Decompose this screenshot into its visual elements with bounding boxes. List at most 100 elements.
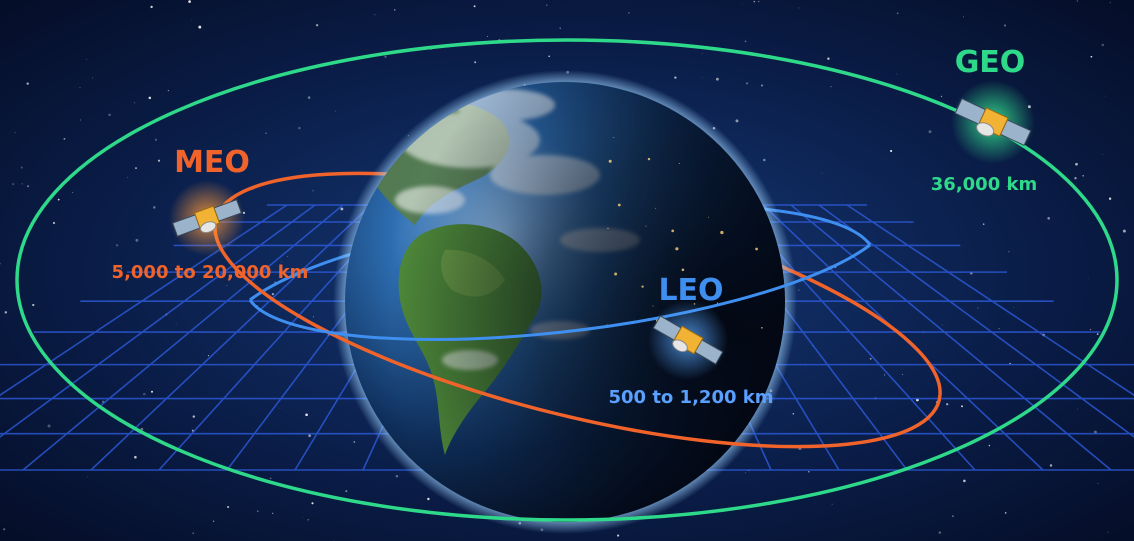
star: [188, 0, 191, 3]
city-light: [645, 225, 647, 227]
star: [1097, 482, 1099, 484]
city-light: [608, 159, 612, 163]
star: [271, 292, 275, 296]
star: [1074, 177, 1077, 180]
city-light: [755, 247, 758, 251]
star: [821, 172, 823, 174]
star: [928, 130, 932, 134]
star: [167, 89, 170, 92]
star: [374, 14, 376, 16]
star: [952, 515, 954, 517]
star: [938, 531, 942, 534]
star: [741, 3, 743, 5]
star: [0, 262, 2, 265]
star: [758, 1, 760, 3]
star: [12, 182, 15, 186]
grid-line: [90, 204, 372, 471]
star: [1108, 197, 1112, 200]
star: [473, 5, 476, 8]
city-light: [614, 272, 618, 276]
star: [148, 96, 152, 100]
star: [308, 434, 311, 437]
city-light: [671, 229, 675, 233]
leo-satellite-icon: [648, 300, 728, 380]
star: [1107, 531, 1109, 533]
star: [798, 289, 800, 291]
star: [305, 413, 308, 417]
star: [546, 4, 548, 6]
star: [735, 119, 739, 123]
star: [830, 86, 832, 88]
star: [1102, 154, 1104, 155]
star: [982, 223, 985, 225]
meo-altitude: 5,000 to 20,000 km: [112, 262, 309, 283]
star: [977, 307, 979, 309]
city-light: [613, 137, 615, 138]
star: [1101, 43, 1105, 47]
star: [312, 190, 314, 192]
star: [72, 191, 74, 193]
meo-satellite-icon: [169, 180, 245, 256]
star: [474, 61, 477, 64]
star: [559, 27, 561, 29]
star: [108, 113, 111, 117]
geo-satellite-icon: [951, 80, 1035, 164]
star: [269, 477, 272, 480]
grid-line: [790, 204, 1112, 471]
star: [961, 405, 963, 408]
star: [831, 503, 833, 505]
star: [79, 86, 81, 88]
star: [14, 132, 16, 134]
star: [1093, 430, 1097, 434]
star: [1089, 328, 1092, 331]
star: [142, 392, 146, 396]
star: [941, 324, 943, 326]
star: [21, 183, 23, 185]
star: [331, 66, 333, 68]
star: [745, 82, 749, 85]
star: [127, 177, 129, 178]
star: [753, 0, 756, 3]
star: [1090, 55, 1093, 58]
star: [716, 77, 719, 81]
star: [988, 444, 991, 447]
star: [272, 512, 274, 514]
star: [548, 55, 551, 58]
star: [92, 77, 94, 79]
star: [175, 323, 177, 325]
city-light: [716, 302, 718, 304]
star: [1082, 174, 1085, 177]
star: [1087, 277, 1089, 279]
star: [192, 532, 195, 535]
star: [1075, 162, 1078, 166]
star: [427, 497, 430, 501]
star: [998, 328, 1000, 330]
star: [761, 84, 763, 87]
star: [792, 412, 795, 415]
city-light: [655, 207, 657, 209]
star: [827, 57, 830, 60]
star: [307, 96, 311, 99]
city-light: [617, 203, 621, 207]
star: [487, 35, 488, 37]
star: [315, 23, 319, 27]
star: [85, 58, 87, 60]
star: [890, 149, 893, 153]
star: [265, 132, 267, 135]
star: [896, 12, 899, 15]
grid-line: [0, 204, 316, 438]
star: [1076, 0, 1078, 2]
star: [307, 518, 310, 521]
star: [1004, 512, 1007, 514]
city-light: [647, 157, 651, 161]
star: [340, 207, 344, 211]
star: [702, 76, 703, 78]
star: [27, 185, 30, 188]
star: [153, 206, 156, 209]
star: [896, 73, 897, 75]
star: [963, 16, 964, 18]
geo-label: GEO: [955, 45, 1026, 80]
star: [257, 510, 259, 512]
star: [227, 505, 230, 509]
